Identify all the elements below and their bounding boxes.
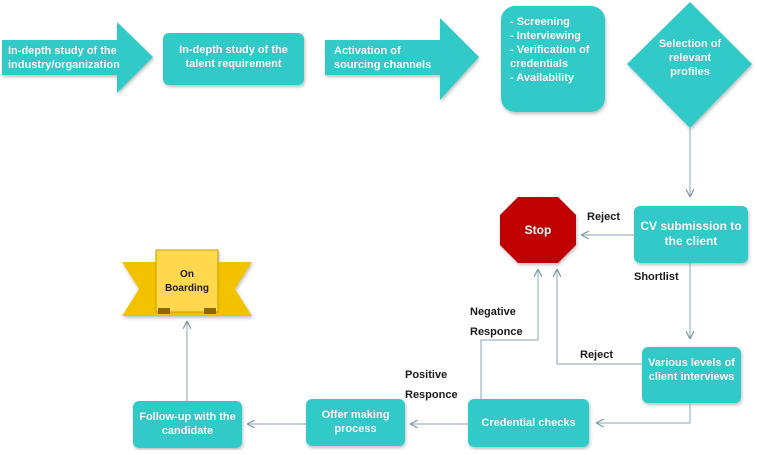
step-selection-label: Selection of relevant profiles xyxy=(658,38,722,78)
screening-item: - Verification of credentials xyxy=(510,44,590,70)
step-selection-diamond xyxy=(627,2,752,128)
step-sourcing-label: Activation of sourcing channels xyxy=(334,45,432,71)
edge-label-positive: Positive Responce xyxy=(405,369,458,401)
connector-interviews-to-credentials xyxy=(597,403,691,423)
edge-label-reject-top: Reject xyxy=(587,211,621,223)
step-talent-label: In-depth study of the talent requirement xyxy=(179,44,288,70)
offer-making-label: Offer making process xyxy=(321,409,390,435)
cv-submission-label: CV submission to the client xyxy=(640,219,742,248)
credential-checks-box xyxy=(468,399,589,447)
connector-interviews-reject xyxy=(557,270,642,365)
step-sourcing-arrow xyxy=(325,18,479,100)
screening-item: - Interviewing xyxy=(510,30,581,42)
step-industry-arrow xyxy=(2,22,153,93)
step-talent-box xyxy=(163,33,304,85)
credential-checks-label: Credential checks xyxy=(481,417,576,429)
screening-item: - Availability xyxy=(510,72,574,84)
edge-label-negative: Negative Responce xyxy=(470,306,523,338)
onboarding-banner xyxy=(122,249,252,316)
connector-credentials-negative xyxy=(480,270,538,399)
followup-box xyxy=(133,401,242,448)
step-screening-box xyxy=(501,6,605,112)
offer-making-box xyxy=(306,399,405,446)
followup-label: Follow-up with the candidate xyxy=(139,411,236,437)
client-interviews-label: Various levels of client interviews xyxy=(648,357,735,383)
screening-item: - Screening xyxy=(510,16,570,28)
step-industry-label: In-depth study of the industry/organizat… xyxy=(8,45,120,71)
stop-octagon xyxy=(500,197,576,263)
client-interviews-box xyxy=(642,347,741,403)
edge-label-shortlist: Shortlist xyxy=(634,271,679,283)
edge-label-reject-bottom: Reject xyxy=(580,349,614,361)
step-screening-list: - Screening - Interviewing - Verificatio… xyxy=(510,15,602,85)
cv-submission-box xyxy=(634,206,748,263)
onboarding-label: On Boarding xyxy=(165,269,209,294)
stop-label: Stop xyxy=(524,223,552,237)
